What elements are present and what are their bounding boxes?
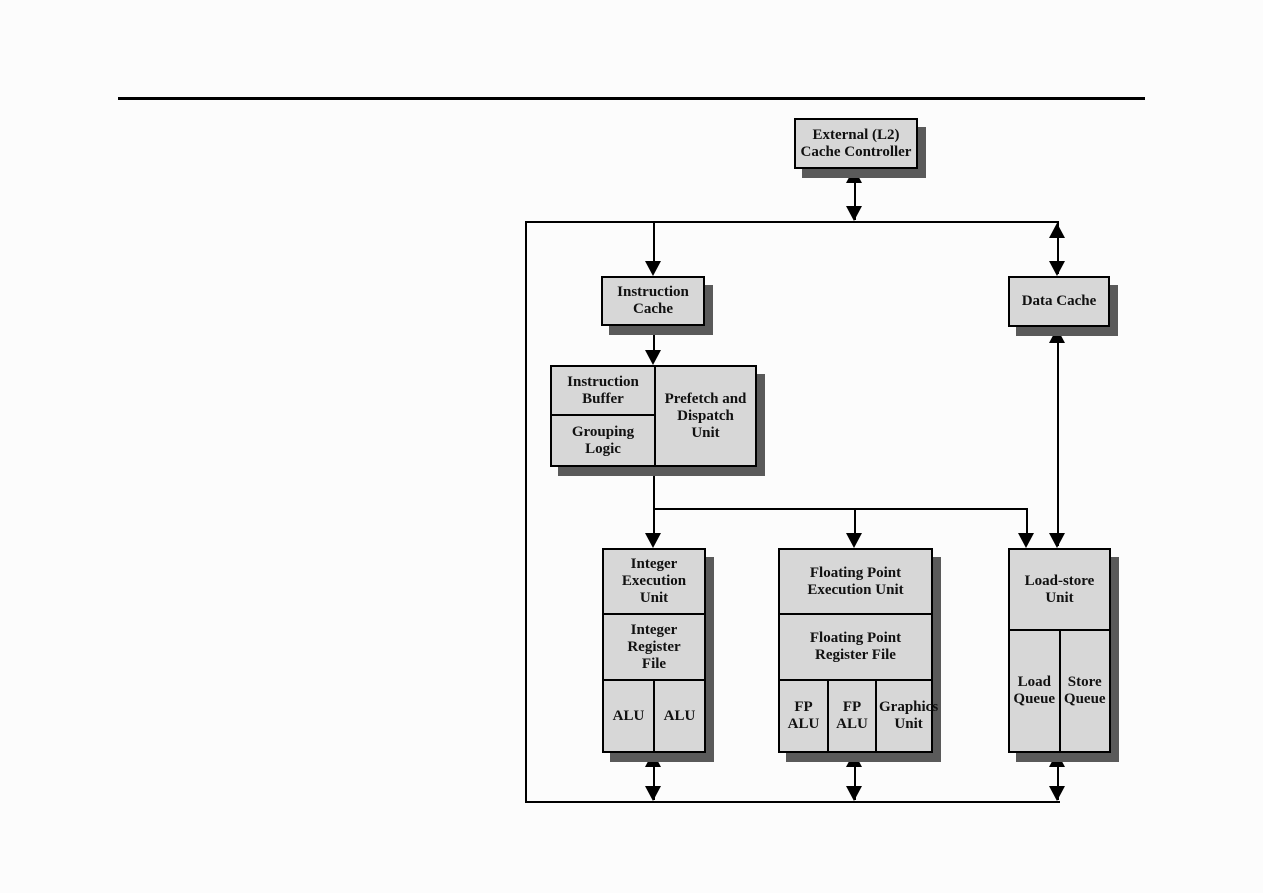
- arrowhead-up: [1049, 752, 1065, 767]
- cell-integer-register-file: Integer Register File: [604, 615, 704, 681]
- prefetch-left-column: Instruction Buffer Grouping Logic: [552, 367, 656, 465]
- arrowhead-down: [846, 206, 862, 221]
- box-data-cache: Data Cache: [1008, 276, 1110, 327]
- drop-loadstore-unit: [1026, 508, 1028, 535]
- arrowhead-down: [645, 350, 661, 365]
- cell-graphics-unit: Graphics Unit: [875, 681, 940, 751]
- arrowhead-up: [1049, 223, 1065, 238]
- connector-bus-dcache: [1057, 223, 1059, 274]
- connector-lsu-bus: [1057, 754, 1059, 800]
- box-load-store-unit: Load-store Unit Load Queue Store Queue: [1008, 548, 1111, 753]
- arrowhead-down: [1018, 533, 1034, 548]
- arrowhead-down: [645, 261, 661, 276]
- connector-integer-bus: [653, 754, 655, 800]
- page-top-rule: [118, 97, 1145, 100]
- integer-alu-row: ALU ALU: [604, 681, 704, 751]
- arrowhead-up: [846, 168, 862, 183]
- cell-alu: ALU: [653, 681, 704, 751]
- box-external-l2-cache-controller: External (L2) Cache Controller: [794, 118, 918, 169]
- arrowhead-down: [846, 786, 862, 801]
- cell-load-store-unit: Load-store Unit: [1010, 550, 1109, 631]
- bus-line-top: [525, 221, 1059, 223]
- box-instruction-cache: Instruction Cache: [601, 276, 705, 326]
- connector-bus-icache: [653, 223, 655, 263]
- box-prefetch-dispatch: Instruction Buffer Grouping Logic Prefet…: [550, 365, 757, 467]
- cell-fp-alu: FP ALU: [827, 681, 875, 751]
- connector-fp-bus: [854, 754, 856, 800]
- arrowhead-up: [846, 752, 862, 767]
- arrowhead-down: [1049, 533, 1065, 548]
- connector-dcache-lsu: [1057, 328, 1059, 546]
- arrowhead-down: [645, 786, 661, 801]
- cell-alu: ALU: [612, 707, 645, 724]
- arrowhead-down: [1049, 786, 1065, 801]
- box-floating-point-unit: Floating Point Execution Unit Floating P…: [778, 548, 938, 753]
- cell-instruction-buffer: Instruction Buffer: [552, 367, 654, 416]
- cell-fp-register-file: Floating Point Register File: [780, 615, 931, 681]
- load-store-queues-row: Load Queue Store Queue: [1010, 631, 1109, 751]
- connector-pdu-fan: [653, 467, 655, 510]
- fp-alu-row: FP ALU FP ALU Graphics Unit: [780, 681, 938, 751]
- fan-out-line: [653, 508, 1028, 510]
- drop-fp-unit: [854, 510, 856, 535]
- bus-line-bottom: [525, 801, 1060, 803]
- cell-fp-alu: FP ALU: [787, 699, 820, 732]
- arrowhead-down: [846, 533, 862, 548]
- cell-store-queue: Store Queue: [1058, 631, 1110, 751]
- arrowhead-down: [1049, 261, 1065, 276]
- connector-l2-bus: [854, 170, 856, 220]
- cell-grouping-logic: Grouping Logic: [571, 423, 635, 457]
- connector-icache-pdu: [653, 327, 655, 352]
- cell-prefetch-dispatch-unit: Prefetch and Dispatch Unit: [664, 390, 747, 441]
- box-integer-unit: Integer Execution Unit Integer Register …: [602, 548, 706, 753]
- cell-fp-execution-unit: Floating Point Execution Unit: [780, 550, 931, 615]
- cell-integer-execution-unit: Integer Execution Unit: [604, 550, 704, 615]
- bus-line-left: [525, 221, 527, 803]
- arrowhead-up: [645, 752, 661, 767]
- drop-integer-unit: [653, 510, 655, 535]
- arrowhead-down: [645, 533, 661, 548]
- cell-load-queue: Load Queue: [1013, 674, 1056, 707]
- arrowhead-up: [1049, 328, 1065, 343]
